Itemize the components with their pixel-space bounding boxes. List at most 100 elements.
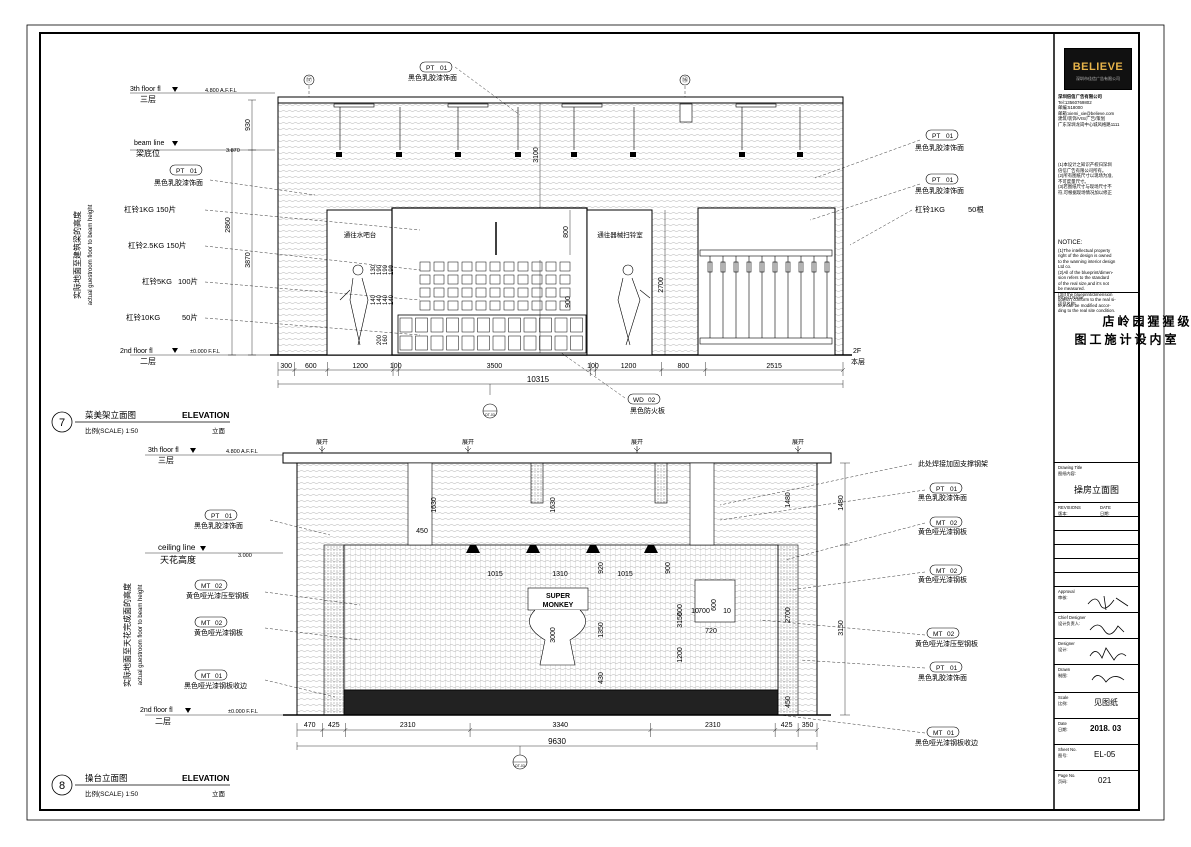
company-line: Tel:13560769802: [1058, 99, 1092, 105]
ceiling-line-cn: 天花高度: [160, 554, 196, 565]
b-vertical-label-en: actual guestroom floor to beam height: [138, 584, 144, 685]
b-inner-dim: 450: [785, 696, 792, 708]
notice-line: te,it can be modified accor-: [1058, 302, 1111, 308]
callout-text: 黄色哑光漆钢板: [918, 575, 967, 584]
drawing-title: 操房立面图: [1074, 485, 1120, 495]
vertical-label-en: actual guestroom floor to beam height: [88, 204, 94, 305]
notice-line: of the real size,and it's not: [1058, 280, 1109, 286]
callout-tag: MT: [201, 583, 210, 590]
title-block: BELIEVE 深圳市佳信广告有限公司 深圳倍信广告有限公司 Tel:13560…: [1054, 42, 1190, 802]
note-line: (2)所有图纸尺寸以现场为准,: [1058, 173, 1113, 178]
callout-code: 01: [946, 177, 954, 184]
callout-wd: WD 02 黑色防火板: [559, 351, 665, 415]
elevation-number-7: 7: [59, 417, 65, 429]
b-inner-dim: 1015: [487, 571, 503, 578]
callout-tag: PT: [426, 65, 434, 72]
dim-900: 900: [565, 296, 572, 308]
dim-bottom-6: 350: [802, 722, 814, 729]
rack-dim: 190: [383, 264, 389, 275]
rack-dim: 140: [383, 294, 389, 305]
callout-tag: MT: [933, 730, 942, 737]
project-row: Project Name 项目名称: 深圳超级猩猩园岭店 室内设计施工图: [1054, 292, 1190, 346]
dim-top-7: 800: [677, 363, 689, 370]
callout-right-barbell: 杠铃1KG: [915, 204, 945, 214]
date-label-en: Date: [1058, 721, 1067, 726]
sheet-label-en: Sheet No.: [1058, 747, 1077, 752]
callout-text: 黑色乳胶漆饰面: [918, 673, 967, 682]
date-head: 日期:: [1100, 511, 1110, 516]
callout-tag: MT: [936, 520, 945, 527]
notes-cn: (1)本设计之知识产权归深圳 倍信广告有限公司所有。 (2)所有图纸尺寸以现场为…: [1058, 162, 1138, 195]
designer-label-en: Designer: [1058, 641, 1075, 646]
callout-code: 01: [950, 486, 958, 493]
dim-bottom-3: 3340: [552, 722, 568, 729]
dim-top-6: 1200: [621, 363, 637, 370]
project-label: 项目名称:: [1058, 301, 1076, 306]
callout-code: 02: [215, 620, 223, 627]
beam-line-label: beam line: [134, 140, 164, 147]
revisions-label-en: REVISIONS: [1058, 505, 1081, 510]
scale-label-en: Scale: [1058, 695, 1069, 700]
callout-text: 黄色哑光漆压型钢板: [186, 591, 249, 600]
b-inner-dim: 700: [698, 608, 710, 615]
callout-pt-right-1: PT 01 黑色乳胶漆饰面: [814, 129, 964, 179]
notice-line: (1)The intellectual property: [1058, 247, 1111, 253]
dim-top-8: 2515: [766, 363, 782, 370]
signatures: [1087, 595, 1129, 683]
callout-code: 02: [215, 583, 223, 590]
callout-tag: WD: [633, 397, 644, 404]
drawn-label: 制图:: [1058, 673, 1068, 678]
page-label-en: Page No.: [1058, 773, 1076, 778]
dim-top-1: 600: [305, 363, 317, 370]
dim-top-0: 300: [280, 363, 292, 370]
b-inner-dim: 3150: [677, 612, 684, 628]
callout-tag: PT: [211, 513, 219, 520]
b-level-3f-label: 3th floor fl: [148, 447, 179, 454]
b-inner-dim: 2700: [785, 607, 792, 623]
callout-code: 02: [648, 397, 656, 404]
callout-2-5kg: 杠铃2.5KG 150片: [128, 240, 186, 250]
approve-row: Approval 审核:: [1054, 586, 1140, 600]
notice-line: (2)All of the blueprint/dimen-: [1058, 269, 1114, 275]
callout-text: 此处焊接加固支撑钢架: [918, 459, 988, 468]
rack-dim: 140: [377, 294, 383, 305]
level-2f-label: 2nd floor fl: [120, 348, 153, 355]
drawing-label: 图纸内容:: [1058, 471, 1076, 476]
logo-text: BELIEVE: [1072, 61, 1124, 73]
callout-tag: PT: [176, 168, 184, 175]
project-label-en: Project Name: [1058, 295, 1084, 300]
door-label-equipment: 通往器械扫铃室: [597, 230, 643, 239]
dim-800: 800: [563, 226, 570, 238]
b-level-3f-value: 4.800 A.F.F.L: [226, 449, 258, 455]
note-line: 倍信广告有限公司所有。: [1058, 167, 1107, 173]
notice-line: sion refers to the standard: [1058, 275, 1110, 280]
elevation-title-7: 菜美架立面图: [85, 410, 136, 420]
elevation-view-7: 立面: [212, 426, 226, 435]
right-dim-1480: 1480: [838, 495, 845, 511]
chief-label-en: Chief Designer: [1058, 615, 1086, 620]
sheet-label: 图号:: [1058, 753, 1068, 758]
callout-code: 02: [947, 631, 955, 638]
dim-top-3: 100: [390, 363, 402, 370]
beam-line-value: 3.870: [226, 148, 240, 154]
sheet-row: Sheet No. 图号: EL-05: [1054, 744, 1140, 759]
b-inner-dim: 10: [691, 608, 699, 615]
elevation-title-en-7: ELEVATION: [182, 410, 229, 420]
b-inner-dim: 1630: [550, 497, 557, 513]
callout-pt-left: PT 01 黑色乳胶漆饰面: [154, 164, 316, 196]
callout-1kg: 杠铃1KG 150片: [124, 204, 176, 214]
elevation-title-8: 操台立面图: [85, 773, 128, 783]
callout-5kg: 杠铃5KG: [142, 276, 172, 286]
section-tag-bottom: DT-03: [515, 764, 525, 768]
level-2f-value: ±0.000 F.F.L: [190, 349, 220, 355]
company-logo: BELIEVE 深圳市佳信广告有限公司: [1064, 48, 1132, 90]
company-line: 邮编:518000: [1058, 105, 1083, 110]
date-label: 日期:: [1058, 727, 1068, 732]
dim-2700: 2700: [658, 277, 665, 293]
elevation-scale-7: 比例(SCALE) 1:50: [85, 426, 138, 435]
rack-dim: 140: [389, 294, 395, 305]
b-inner-dim: 1480: [785, 492, 792, 508]
unfold-mark: 展开: [631, 439, 643, 446]
callout-text: 黑色乳胶漆饰面: [915, 186, 964, 195]
